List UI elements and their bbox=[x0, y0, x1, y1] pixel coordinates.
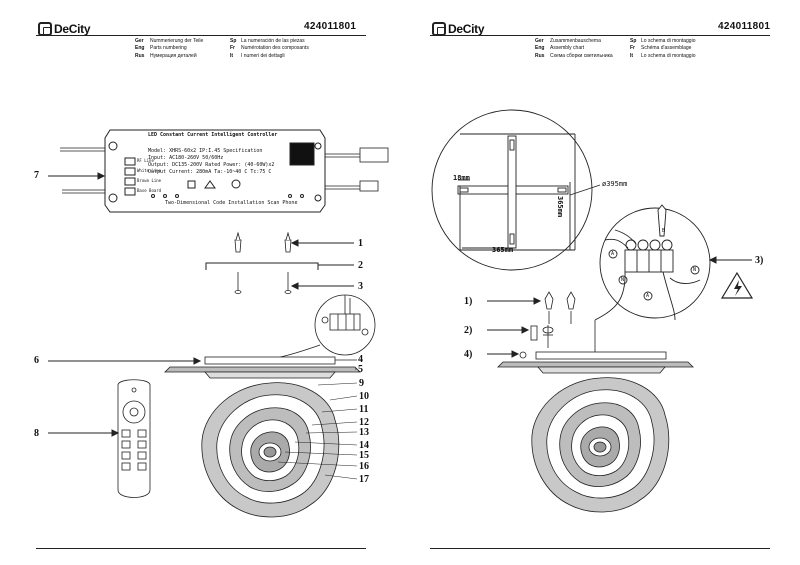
callout-2: 2 bbox=[358, 260, 363, 271]
wall-anchors bbox=[234, 231, 292, 253]
terminal-detail bbox=[279, 294, 376, 358]
brand-logo: DeCity bbox=[432, 22, 485, 36]
callout-11: 11 bbox=[359, 404, 369, 415]
mounting-plate bbox=[164, 356, 361, 379]
step-4-label: 4) bbox=[464, 349, 473, 360]
dimension-18mm: 18mm bbox=[453, 174, 470, 182]
driver-tag-white: White Line bbox=[137, 168, 162, 173]
callout-16: 16 bbox=[359, 461, 369, 472]
driver-label-line2: Model: XHRS-60x2 IP:I.45 Specification bbox=[148, 148, 263, 154]
callout-2-bracket bbox=[205, 262, 354, 270]
footer-rule bbox=[36, 548, 366, 549]
driver-tag-rf: RF Line bbox=[137, 158, 154, 163]
callout-8: 8 bbox=[34, 428, 39, 439]
callout-leaders-9-17 bbox=[277, 382, 358, 480]
driver-tag-brown: Brown Line bbox=[137, 178, 162, 183]
dimension-diameter-395mm: ø395mm bbox=[602, 180, 628, 188]
step-2-screw bbox=[530, 325, 554, 348]
driver-label-line4: Output: DC135-200V Rated Power: (40-60W)… bbox=[148, 162, 275, 168]
wire-letter-a2: A bbox=[646, 293, 650, 299]
callout-4: 4 bbox=[358, 354, 363, 365]
header-rule bbox=[36, 35, 366, 36]
document-code: 424011801 bbox=[718, 21, 771, 32]
parts-drawing bbox=[48, 129, 389, 518]
callout-17: 17 bbox=[359, 474, 369, 485]
dimension-365mm-horizontal: 365mm bbox=[492, 246, 514, 254]
step-1-label: 1) bbox=[464, 296, 473, 307]
header-rule bbox=[430, 35, 770, 36]
callout-5: 5 bbox=[358, 364, 363, 375]
remote-control bbox=[117, 379, 151, 498]
wire-letter-a1: A bbox=[611, 251, 615, 257]
document-code: 424011801 bbox=[304, 21, 357, 32]
wire-letter-n2: N bbox=[693, 267, 697, 273]
driver-label-line5: Output Current: 280mA Ta:-10~40 C Tc:75 … bbox=[148, 169, 272, 175]
callout-12: 12 bbox=[359, 417, 369, 428]
driver-wires bbox=[60, 147, 389, 194]
callout-7: 7 bbox=[34, 170, 39, 181]
callout-14: 14 bbox=[359, 440, 369, 451]
diameter-leader bbox=[569, 184, 601, 196]
driver-tag-base: Base Board bbox=[137, 188, 162, 193]
driver-label-line6: Two-Dimensional Code Installation Scan P… bbox=[165, 200, 298, 206]
callout-6-arrow bbox=[48, 357, 202, 365]
ceiling-lamp-shade bbox=[201, 382, 340, 518]
callout-7-arrow bbox=[48, 172, 106, 180]
footer-rule bbox=[430, 548, 770, 549]
wire-letter-n1: N bbox=[621, 277, 625, 283]
assembly-drawing bbox=[431, 109, 754, 513]
callout-10: 10 bbox=[359, 391, 369, 402]
callout-8-arrow bbox=[48, 429, 120, 437]
callout-6: 6 bbox=[34, 355, 39, 366]
step-3-arrow bbox=[708, 256, 752, 264]
step-4-fastener bbox=[519, 351, 527, 359]
callout-3: 3 bbox=[358, 281, 363, 292]
step-1-anchors bbox=[544, 291, 576, 324]
dimension-365mm-vertical: 365mm bbox=[556, 196, 564, 218]
driver-label-line3: Input: AC180-260V 50/60Hz bbox=[148, 155, 224, 161]
wire-letter-b: B bbox=[662, 228, 666, 234]
mounting-plate bbox=[497, 320, 694, 374]
callout-3-arrow bbox=[290, 282, 354, 290]
screws bbox=[234, 272, 292, 294]
step-2-label: 2) bbox=[464, 325, 473, 336]
step-1-arrow bbox=[487, 297, 542, 305]
step-3-label: 3) bbox=[755, 255, 764, 266]
driver-label-line1: LED Constant Current Intelligent Control… bbox=[148, 132, 278, 138]
wiring-detail-circle bbox=[594, 204, 711, 321]
callout-1-arrow bbox=[290, 239, 354, 247]
callout-13: 13 bbox=[359, 427, 369, 438]
led-driver-box bbox=[104, 129, 326, 213]
callout-15: 15 bbox=[359, 450, 369, 461]
bracket-detail-circle bbox=[431, 109, 593, 271]
step-2-arrow bbox=[487, 326, 530, 334]
high-voltage-warning-icon bbox=[720, 271, 754, 299]
callout-leaders-4-5 bbox=[335, 359, 357, 370]
callout-1: 1 bbox=[358, 238, 363, 249]
step-4-arrow bbox=[487, 350, 520, 358]
callout-9: 9 bbox=[359, 378, 364, 389]
ceiling-lamp-shade bbox=[531, 377, 670, 513]
